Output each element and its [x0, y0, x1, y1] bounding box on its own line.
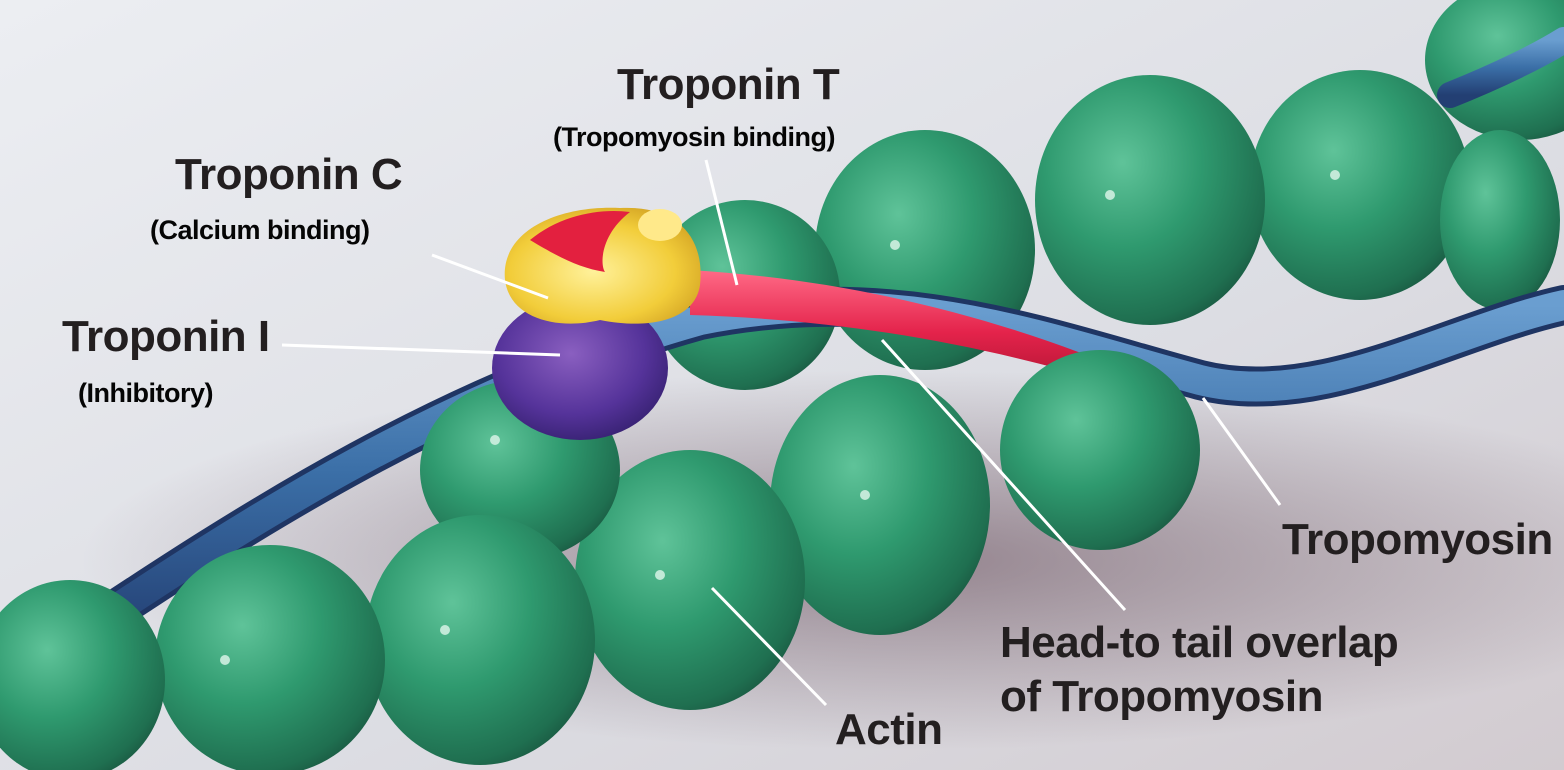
- label-tropomyosin: Tropomyosin: [1282, 515, 1553, 565]
- label-of-tropomyosin: of Tropomyosin: [1000, 672, 1323, 722]
- label-head-to-tail-overlap: Head-to tail overlap: [1000, 618, 1398, 668]
- label-actin: Actin: [835, 705, 943, 755]
- label-troponin-t-function: (Tropomyosin binding): [553, 122, 835, 153]
- label-troponin-c: Troponin C: [175, 150, 402, 200]
- label-troponin-i: Troponin I: [62, 312, 270, 362]
- label-troponin-t: Troponin T: [617, 60, 839, 110]
- label-troponin-c-function: (Calcium binding): [150, 215, 369, 246]
- label-troponin-i-function: (Inhibitory): [78, 378, 213, 409]
